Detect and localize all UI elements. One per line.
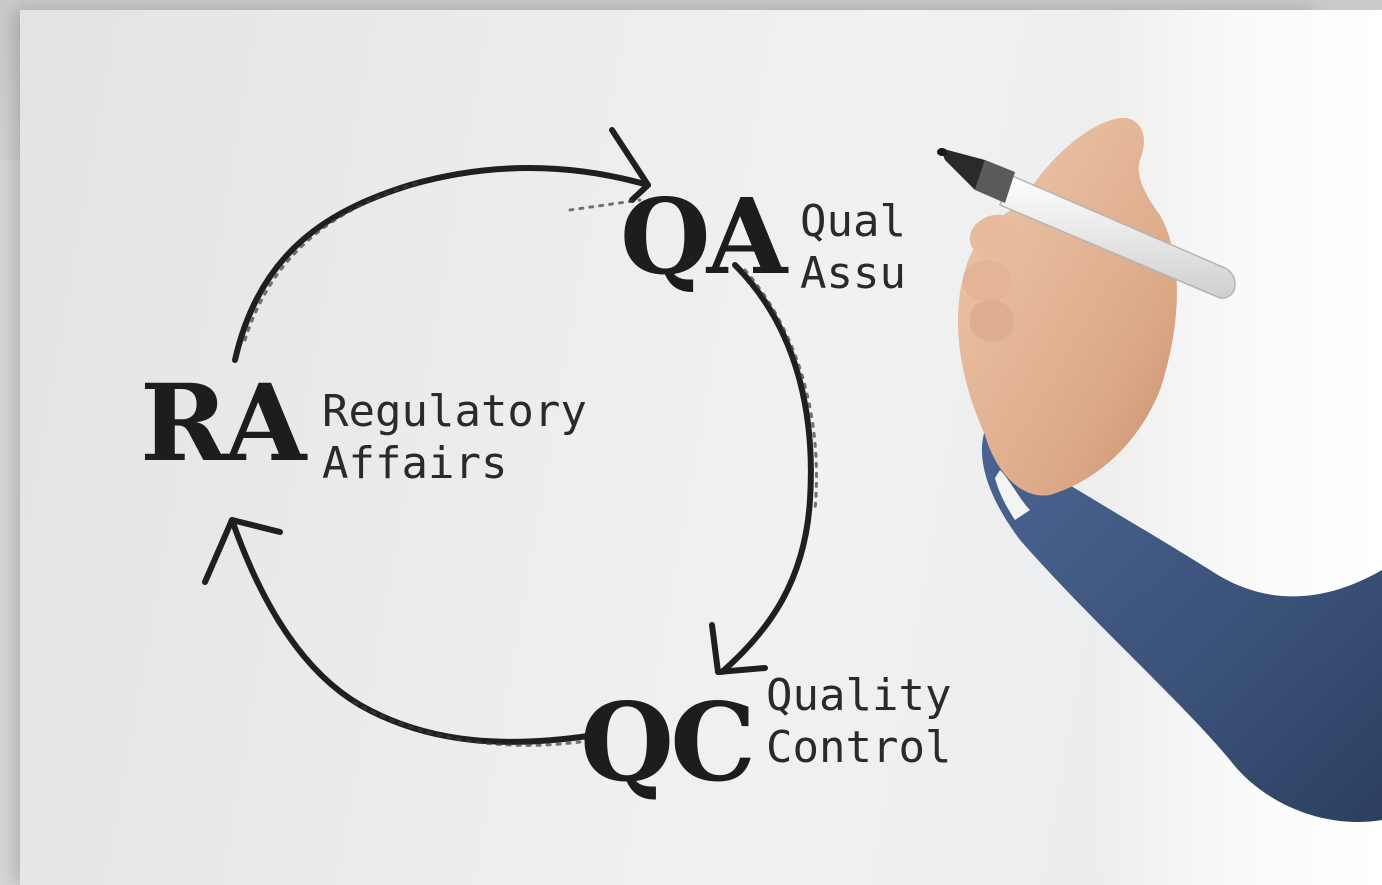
marker-grip xyxy=(975,160,1015,203)
qc-line-1: Quality xyxy=(766,670,952,721)
qa-abbreviation: QA xyxy=(620,175,787,298)
arrow-texture xyxy=(743,268,818,512)
marker-point xyxy=(937,148,947,156)
ra-line-2: Affairs xyxy=(322,438,508,489)
qc-description: Quality Control xyxy=(766,670,951,774)
arrowhead-ra xyxy=(202,517,283,585)
arrow-ra-to-qa xyxy=(232,165,651,363)
qa-line-2: Assu xyxy=(800,248,906,299)
ra-description: Regulatory Affairs xyxy=(322,386,587,490)
arrow-texture xyxy=(568,198,642,212)
arrow-qc-to-ra xyxy=(229,517,598,745)
arrowhead-qc xyxy=(709,622,768,675)
marker-tip xyxy=(940,148,985,190)
sleeve xyxy=(981,430,1382,822)
hand xyxy=(957,117,1177,496)
ra-abbreviation: RA xyxy=(140,360,306,485)
qc-line-2: Control xyxy=(766,722,952,773)
finger xyxy=(969,300,1015,342)
ra-line-1: Regulatory xyxy=(322,386,587,437)
qa-description: Qual Assu xyxy=(800,196,906,300)
arrow-texture xyxy=(348,698,582,747)
qc-abbreviation: QC xyxy=(580,680,756,806)
arrowhead-qa xyxy=(609,127,651,203)
qa-line-1: Qual xyxy=(800,196,906,247)
shirt-cuff xyxy=(995,470,1030,520)
finger xyxy=(962,260,1013,303)
arrow-qa-to-qc xyxy=(719,262,814,675)
finger xyxy=(969,214,1021,260)
arrow-texture xyxy=(243,180,422,342)
marker-body xyxy=(999,173,1236,299)
